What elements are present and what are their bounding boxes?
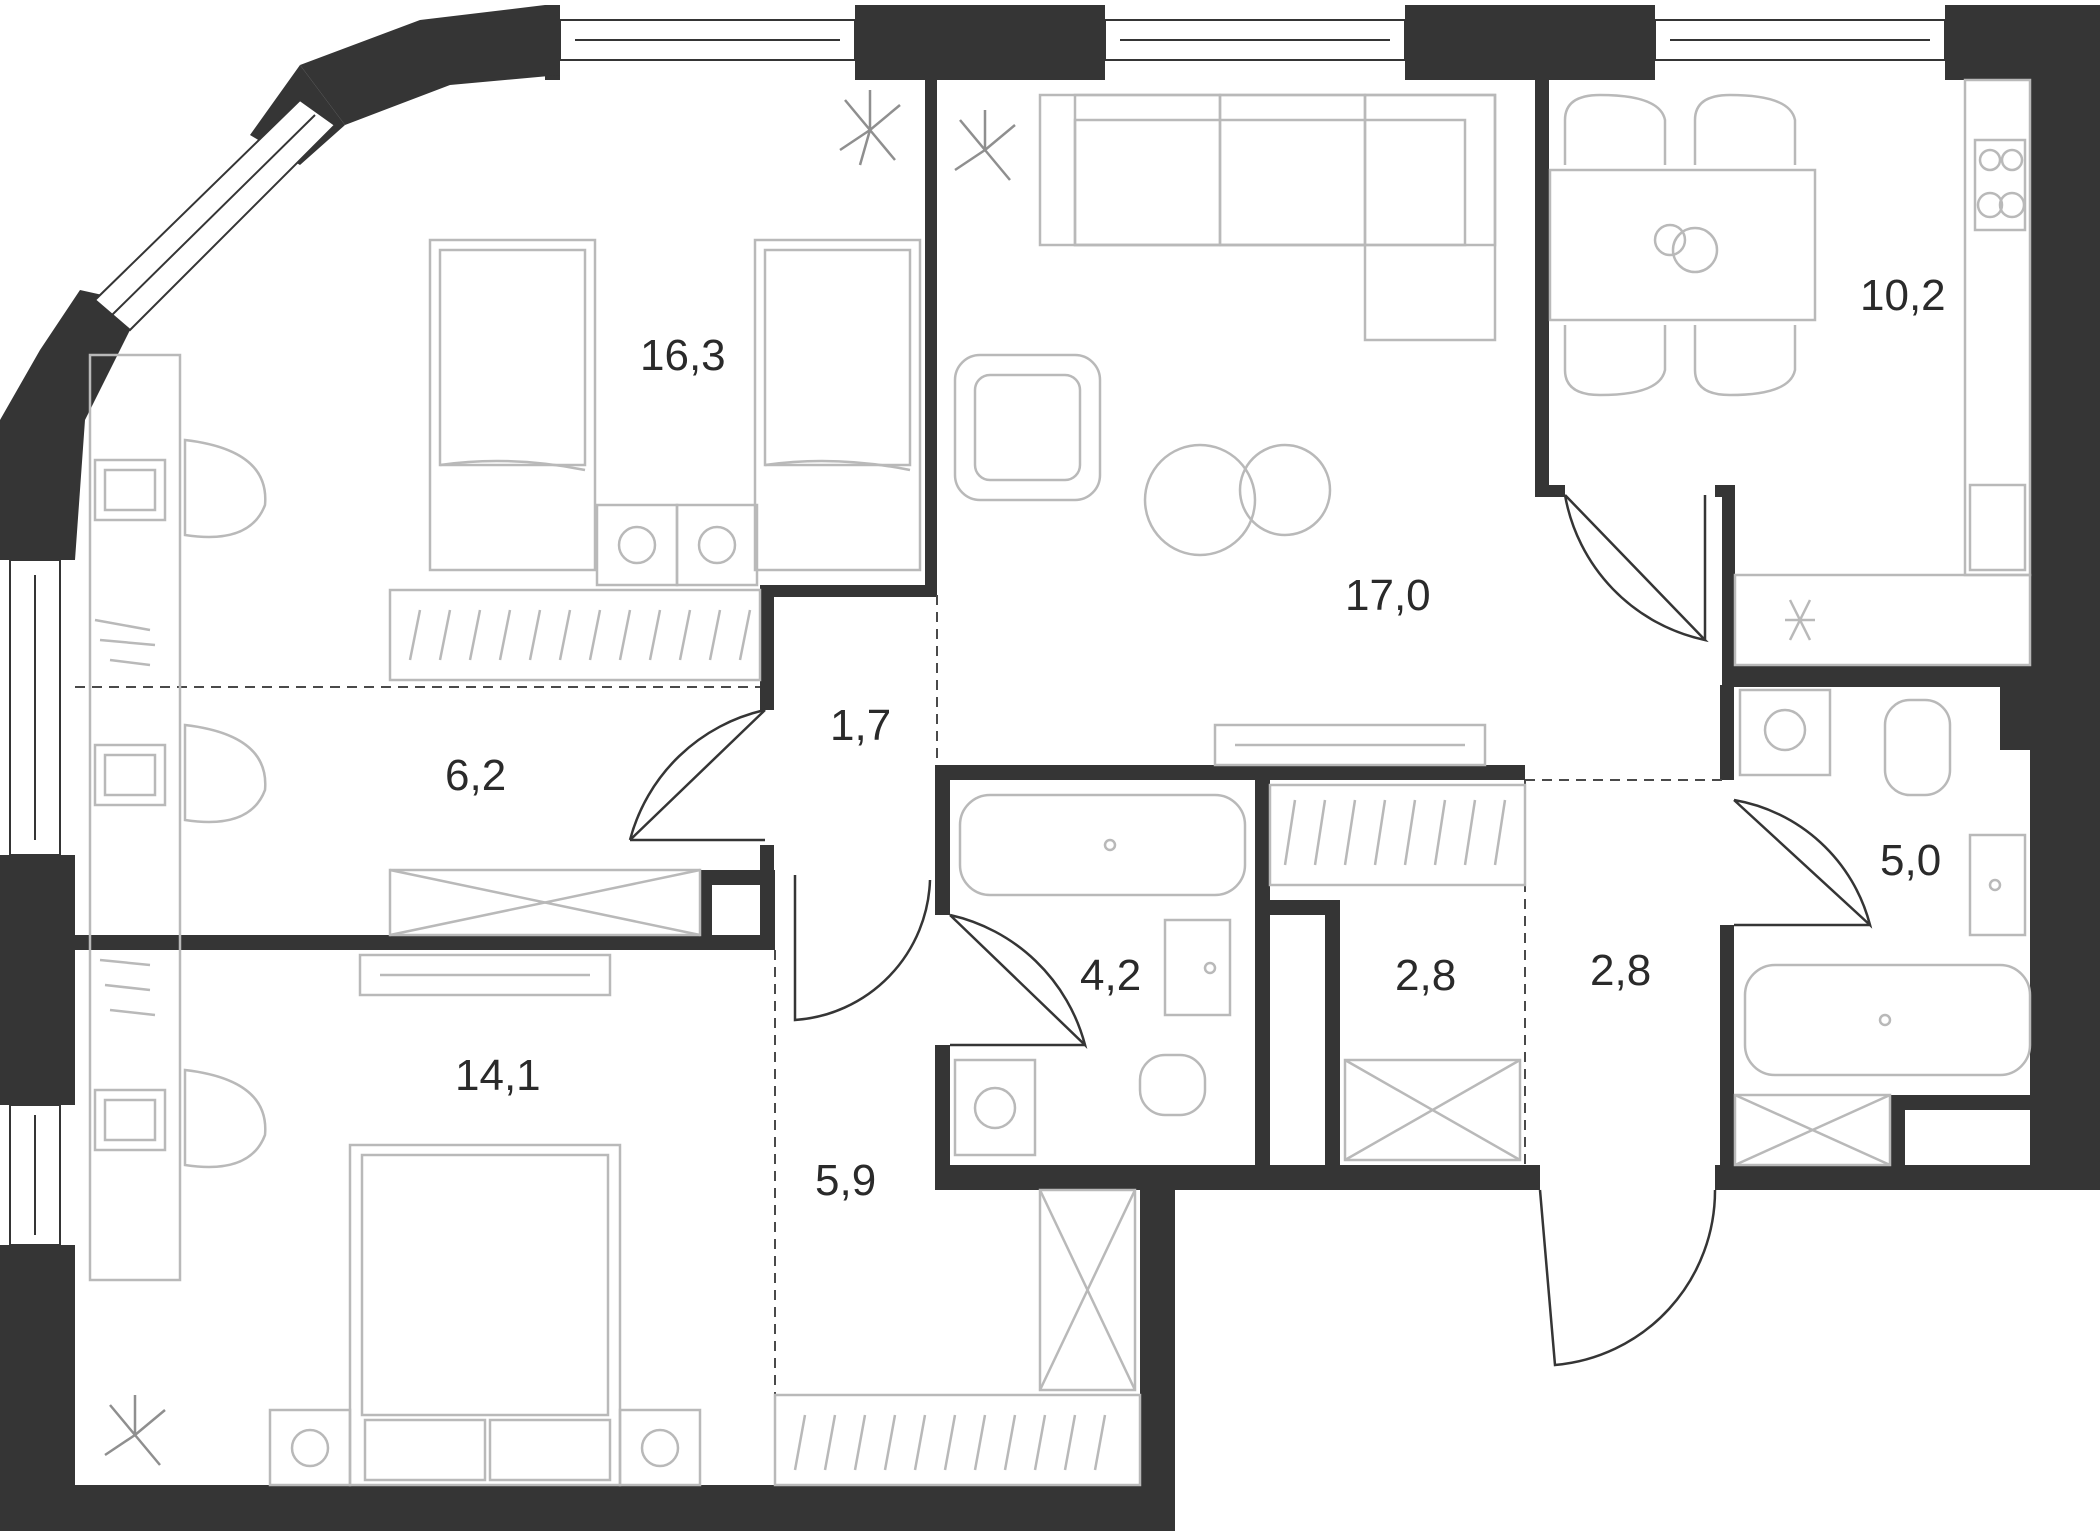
door-bath-2 bbox=[1733, 798, 1873, 929]
area-label-living-room: 17,0 bbox=[1345, 571, 1431, 620]
bathtub-1 bbox=[958, 793, 1247, 897]
door-bath-1 bbox=[949, 913, 1088, 1049]
sofa bbox=[1038, 93, 1497, 342]
zone-dividers bbox=[75, 595, 1722, 1485]
area-label-study-niche: 6,2 bbox=[445, 751, 506, 800]
coffee-table bbox=[1143, 443, 1332, 557]
armchair bbox=[953, 353, 1102, 502]
wardrobe-study bbox=[388, 868, 702, 937]
windows bbox=[9, 19, 1946, 1246]
books-1 bbox=[94, 618, 156, 667]
tv-living bbox=[1213, 723, 1487, 767]
outer-walls bbox=[0, 5, 2100, 1531]
nightstands bbox=[595, 503, 759, 587]
nightstands-bottom bbox=[268, 1408, 702, 1487]
bathtub-2 bbox=[1743, 963, 2032, 1077]
area-label-corridor-small: 1,7 bbox=[830, 701, 891, 750]
sink-1 bbox=[1163, 918, 1232, 1017]
area-label-hall: 5,9 bbox=[815, 1156, 876, 1205]
desk-strip bbox=[88, 353, 182, 1282]
wardrobe-top bbox=[388, 588, 762, 682]
storage-unit bbox=[1343, 1058, 1522, 1162]
plant-top-bedroom bbox=[839, 90, 901, 166]
toilet-1 bbox=[1138, 1053, 1207, 1117]
kitchen-counter bbox=[1733, 78, 2032, 667]
toilet-2 bbox=[1883, 698, 1952, 797]
washer-1 bbox=[953, 1058, 1037, 1157]
plant-bottom-bedroom bbox=[104, 1395, 166, 1466]
tv-bottom-bedroom bbox=[358, 953, 612, 997]
area-label-storage: 2,8 bbox=[1395, 951, 1456, 1000]
hall-wardrobe bbox=[1038, 1188, 1137, 1392]
books-2 bbox=[99, 958, 156, 1017]
interior-walls bbox=[75, 75, 2030, 1190]
area-label-bedroom-bottom: 14,1 bbox=[455, 1051, 541, 1100]
area-label-bathroom-2: 5,0 bbox=[1880, 836, 1941, 885]
desk-chair-3 bbox=[93, 1068, 267, 1169]
room-labels: 16,3 17,0 10,2 6,2 1,7 4,2 2,8 2,8 5,0 1… bbox=[445, 271, 1946, 1205]
plant-living bbox=[954, 110, 1016, 181]
door-hall bbox=[793, 875, 932, 1022]
sink-2 bbox=[1968, 833, 2027, 937]
dining-chairs bbox=[1563, 93, 1797, 397]
area-label-hallway: 2,8 bbox=[1590, 946, 1651, 995]
shower-2 bbox=[1733, 1093, 1892, 1167]
door-study bbox=[628, 708, 766, 841]
door-entrance bbox=[1538, 1189, 1717, 1367]
bed-single-1 bbox=[428, 238, 597, 572]
furniture bbox=[88, 78, 2032, 1487]
area-label-kitchen: 10,2 bbox=[1860, 271, 1946, 320]
desk-chair-1 bbox=[93, 438, 267, 539]
area-label-bedroom-top: 16,3 bbox=[640, 331, 726, 380]
doors bbox=[628, 494, 1873, 1367]
hall-shoe-rack bbox=[773, 1393, 1142, 1487]
desk-chair-2 bbox=[93, 723, 267, 824]
door-kitchen bbox=[1563, 494, 1709, 643]
bed-double bbox=[348, 1143, 622, 1487]
washer-2 bbox=[1738, 688, 1832, 777]
bed-single-2 bbox=[753, 238, 922, 572]
area-label-bathroom-1: 4,2 bbox=[1080, 951, 1141, 1000]
wardrobe-living bbox=[1268, 783, 1527, 887]
dining-table bbox=[1548, 168, 1817, 322]
